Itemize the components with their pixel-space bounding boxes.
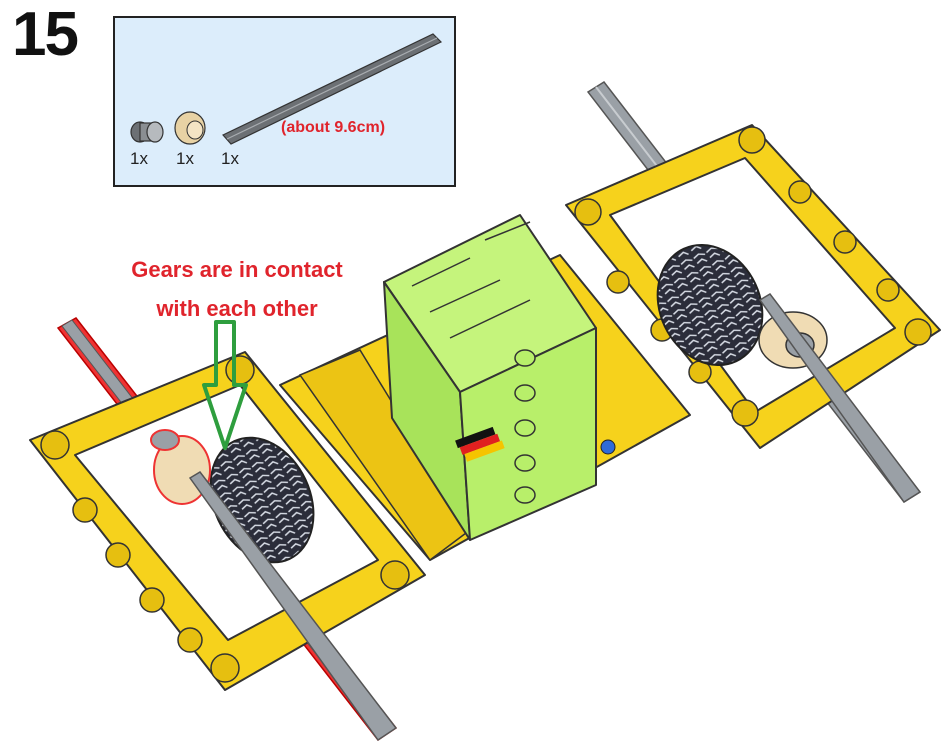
axle-connector-icon (130, 121, 164, 143)
callout-line-1: Gears are in contact (131, 257, 343, 282)
hub-motor (383, 214, 597, 541)
bevel-gear-icon (174, 111, 206, 145)
gear-contact-callout: Gears are in contact with each other (104, 250, 370, 328)
callout-line-2: with each other (156, 296, 318, 321)
parts-list-box: 1x 1x 1x (about 9.6cm) (113, 16, 456, 187)
qty-axle-connector: 1x (130, 149, 148, 168)
right-tire (656, 243, 764, 367)
axle-length-note: (about 9.6cm) (281, 119, 386, 136)
qty-bevel-gear: 1x (176, 149, 194, 168)
long-axle-icon (222, 33, 443, 145)
step-number: 15 (12, 0, 79, 69)
qty-long-axle: 1x (221, 149, 239, 168)
contact-arrow (202, 320, 248, 450)
